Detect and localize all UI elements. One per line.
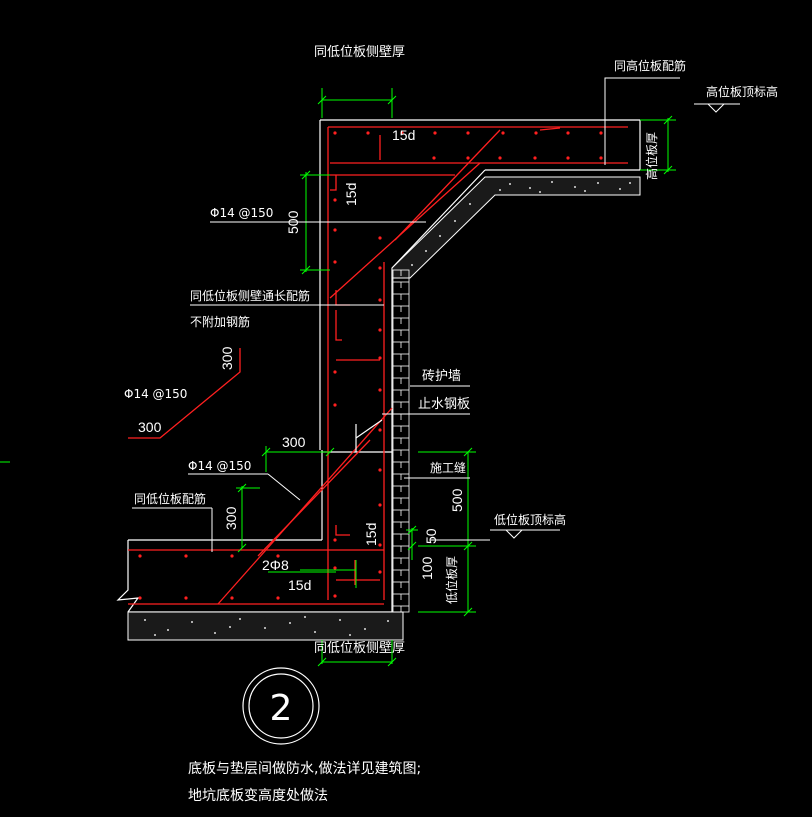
rebar-detail-shape <box>128 348 241 439</box>
label-50: 50 <box>423 528 439 544</box>
caption-line-1: 底板与垫层间做防水,做法详见建筑图; <box>188 761 421 777</box>
label-300-lower: 300 <box>223 506 239 530</box>
lean-concrete-lower <box>127 611 404 641</box>
detail-symbol: 2 <box>242 667 320 745</box>
label-low-slab-reinf: 同低位板配筋 <box>134 491 206 506</box>
label-15d-left: 15d <box>343 183 359 206</box>
label-300-detail: 300 <box>138 419 162 435</box>
label-300-diag: 300 <box>219 346 235 370</box>
label-500-upper: 500 <box>285 210 301 234</box>
label-500-lower: 500 <box>449 488 465 512</box>
label-waterstop: 止水钢板 <box>418 397 470 412</box>
detail-number: 2 <box>270 688 293 729</box>
annotations: 同低位板侧壁厚 同高位板配筋 高位板顶标高 高位板厚 15d 15d 500 Φ… <box>124 45 778 656</box>
label-top-wall-thickness: 同低位板侧壁厚 <box>314 45 405 60</box>
reinforcement <box>128 126 628 605</box>
label-rebar-detail: Φ14 @150 <box>124 387 187 401</box>
label-15d-top: 15d <box>392 127 415 143</box>
caption-line-2: 地坑底板变高度处做法 <box>188 787 328 804</box>
label-no-extra-bars: 不附加钢筋 <box>190 314 250 329</box>
waterstop-plate <box>355 419 383 452</box>
label-low-slab-top-elev: 低位板顶标高 <box>494 512 566 527</box>
label-high-slab-top-elev: 高位板顶标高 <box>706 84 778 99</box>
lean-concrete-upper <box>391 176 641 279</box>
label-bottom-wall-thickness: 同低位板侧壁厚 <box>314 641 405 656</box>
dimension-ticks <box>0 95 673 667</box>
label-side-wall-reinf: 同低位板侧壁通长配筋 <box>190 288 310 303</box>
label-brick-wall: 砖护墙 <box>422 369 461 384</box>
label-15d-bottom: 15d <box>288 577 311 593</box>
label-construction-joint: 施工缝 <box>430 460 466 475</box>
leader-lines <box>132 77 740 552</box>
label-rebar-upper: Φ14 @150 <box>210 206 273 220</box>
label-high-slab-thickness: 高位板厚 <box>644 132 659 180</box>
rebar-dots <box>138 131 603 600</box>
label-low-slab-thickness: 低位板厚 <box>444 556 459 604</box>
brick-wall <box>392 269 410 613</box>
label-high-slab-reinf: 同高位板配筋 <box>614 58 686 73</box>
label-15d-lower: 15d <box>363 523 379 546</box>
label-rebar-lower: Φ14 @150 <box>188 459 251 473</box>
label-100: 100 <box>419 556 435 580</box>
label-2phi8: 2Φ8 <box>262 557 289 573</box>
label-300-mid: 300 <box>282 434 306 450</box>
